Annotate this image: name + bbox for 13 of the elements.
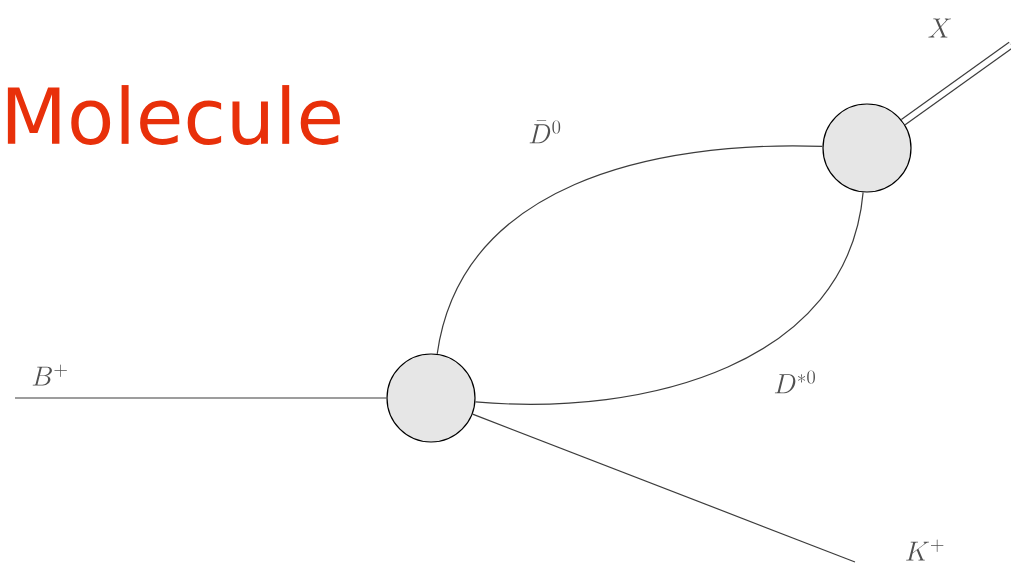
propagator-line — [436, 145, 824, 355]
propagator-line — [14, 397, 387, 399]
particle-label: $K^+$ — [906, 539, 944, 561]
propagator-line — [472, 413, 856, 563]
particle-label: $X$ — [928, 18, 951, 38]
vertex-circle — [822, 103, 912, 193]
particle-label: $\bar{D}^0$ — [529, 120, 561, 144]
propagator-line — [474, 191, 864, 405]
title: Molecule — [7, 85, 340, 145]
particle-label: $B^+$ — [32, 364, 67, 386]
propagator-line — [901, 41, 1011, 126]
vertex-circle — [386, 353, 476, 443]
particle-label: $D^{*0}$ — [774, 370, 815, 394]
